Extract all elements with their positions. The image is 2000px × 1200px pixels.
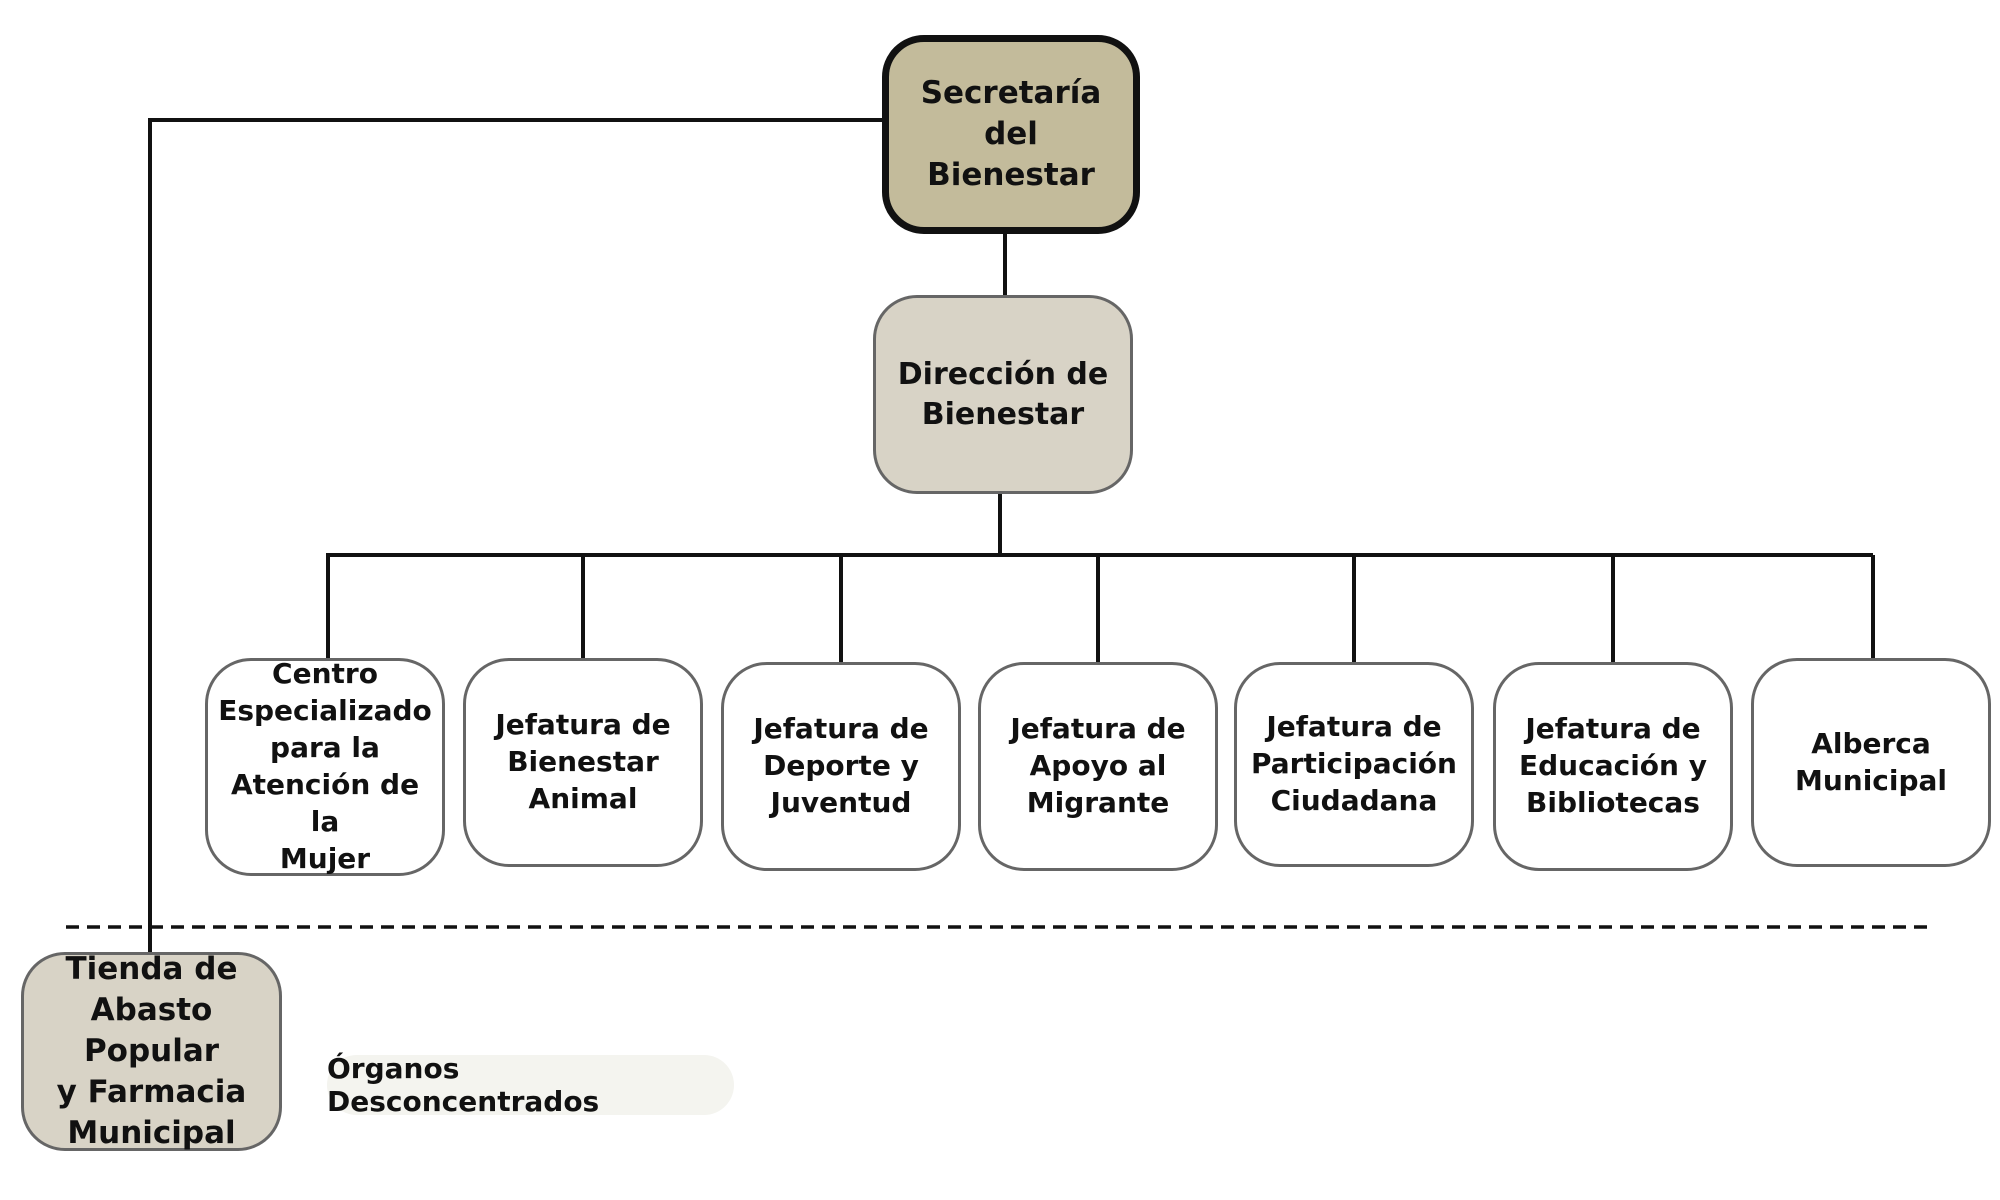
legend-label: Órganos Desconcentrados [327,1052,600,1118]
unit-node-label: Alberca Municipal [1794,726,1948,797]
unit-node-apoyo-migrante: Jefatura de Apoyo al Migrante [978,662,1218,871]
unit-node-label: Jefatura de Bienestar Animal [495,708,671,815]
unit-node-label: Jefatura de Educación y Bibliotecas [1519,712,1707,819]
unit-node-deporte-juventud: Jefatura de Deporte y Juventud [721,662,961,871]
root-node-label: Secretaría del Bienestar [920,75,1102,193]
legend-organos-desconcentrados: Órganos Desconcentrados [327,1052,734,1118]
decentralized-node-label: Tienda de Abasto Popular y Farmacia Muni… [56,951,247,1151]
unit-node-bienestar-animal: Jefatura de Bienestar Animal [463,658,703,867]
direction-node-label: Dirección de Bienestar [897,356,1109,432]
unit-node-educacion-bibliotecas: Jefatura de Educación y Bibliotecas [1493,662,1733,871]
unit-node-label: Centro Especializado para la Atención de… [218,657,432,875]
unit-node-participacion-ciudadana: Jefatura de Participación Ciudadana [1234,662,1474,867]
unit-node-centro-mujer: Centro Especializado para la Atención de… [205,657,445,876]
unit-node-label: Jefatura de Apoyo al Migrante [1010,712,1186,819]
root-node-secretaria: Secretaría del Bienestar [882,35,1140,234]
direction-node: Dirección de Bienestar [873,295,1133,494]
unit-node-label: Jefatura de Participación Ciudadana [1251,710,1457,817]
connector-root-to-decentralized [148,118,882,952]
decentralized-node-tienda: Tienda de Abasto Popular y Farmacia Muni… [21,951,282,1151]
unit-node-label: Jefatura de Deporte y Juventud [753,712,929,819]
unit-node-alberca-municipal: Alberca Municipal [1751,658,1991,867]
